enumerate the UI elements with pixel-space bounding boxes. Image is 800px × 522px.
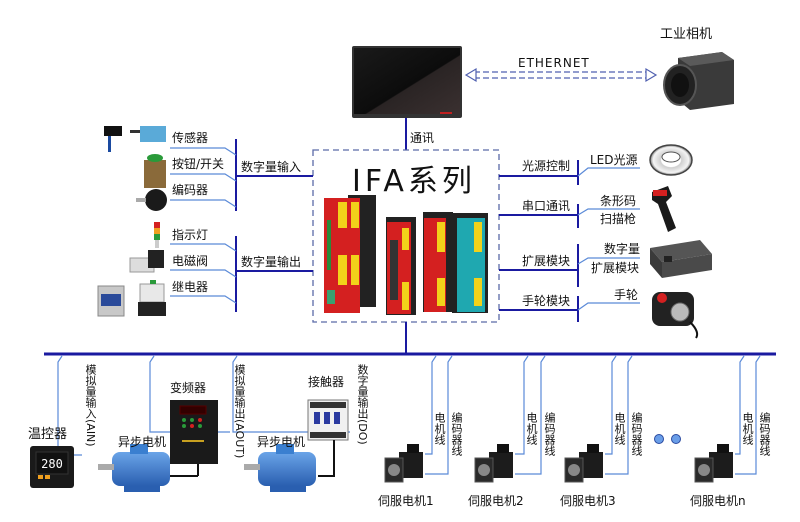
servo-3-motor-cable-label: 电机线 [613, 412, 626, 445]
servo-3-encoder-cable-label: 编码器线 [630, 412, 643, 456]
ethernet-link [464, 67, 658, 83]
async-motor-1-icon [98, 444, 170, 492]
async-motor-1-label: 异步电机 [118, 435, 167, 449]
barcode-label-line2: 扫描枪 [600, 212, 637, 226]
servo-motor-3-icon [564, 444, 603, 483]
hmi-screen [352, 46, 462, 118]
barcode-scanner-icon [652, 186, 676, 232]
proximity-sensor-icon [130, 126, 166, 142]
left-branches [170, 147, 237, 304]
led-light-label: LED光源 [590, 153, 638, 167]
right-branches [577, 167, 640, 311]
digital-output-cable-label: 数字量输出(DO) [356, 364, 369, 445]
servo-motor-1-icon [384, 444, 423, 483]
handwheel-module-label: 手轮模块 [522, 294, 571, 308]
relay-icon [138, 280, 166, 316]
servo-2-motor-cable-label: 电机线 [525, 412, 538, 445]
ethernet-label: ETHERNET [518, 56, 590, 70]
async-motor-2-icon [244, 444, 316, 492]
photo-sensor-icon [104, 126, 122, 152]
frequency-inverter-icon [170, 400, 218, 464]
left-bus [235, 139, 313, 312]
camera-label: 工业相机 [660, 27, 713, 42]
servo-1-label: 伺服电机1 [378, 494, 434, 508]
servo-motor-icons [384, 444, 733, 483]
contactor-icon [307, 399, 349, 441]
contactor-label: 接触器 [308, 375, 345, 389]
servo-motor-4-icon [694, 444, 733, 483]
servo-n-motor-cable-label: 电机线 [741, 412, 754, 445]
servo-2-encoder-cable-label: 编码器线 [543, 412, 556, 456]
device-label-sensor: 传感器 [172, 131, 209, 145]
analog-output-cable-label: 模拟量输出(AOUT) [233, 364, 246, 459]
device-label-relay: 继电器 [172, 280, 209, 294]
handwheel-label: 手轮 [614, 288, 639, 302]
handwheel-icon [652, 292, 699, 339]
device-label-solenoid: 电磁阀 [172, 254, 209, 268]
barcode-label-line1: 条形码 [600, 194, 637, 208]
servo-1-motor-cable-label: 电机线 [433, 412, 446, 445]
device-label-button-switch: 按钮/开关 [172, 157, 225, 171]
digital-input-label: 数字量输入 [241, 160, 302, 174]
signal-tower-icon [154, 222, 160, 248]
device-label-encoder: 编码器 [172, 183, 209, 197]
servo-3-label: 伺服电机3 [560, 494, 616, 508]
temperature-display-value: 280 [41, 457, 63, 471]
servo-n-encoder-cable-label: 编码器线 [758, 412, 771, 456]
encoder-icon [136, 189, 167, 211]
ifa-controller-1 [324, 195, 376, 313]
analog-input-cable-label: 模拟量输入(AIN) [84, 364, 97, 447]
servo-motor-2-icon [474, 444, 513, 483]
inverter-label: 变频器 [170, 381, 207, 395]
expansion-module-label: 扩展模块 [522, 254, 571, 268]
io-expansion-module-icon [650, 240, 712, 278]
servo-2-label: 伺服电机2 [468, 494, 524, 508]
led-ring-light-icon [649, 144, 693, 176]
industrial-camera-icon [663, 52, 734, 110]
more-servos-ellipsis [654, 434, 681, 444]
light-control-label: 光源控制 [522, 159, 571, 173]
ifa-controller-4 [452, 213, 488, 313]
comm-label: 通讯 [410, 131, 435, 145]
bottom-branches [57, 355, 761, 475]
temperature-controller-label: 温控器 [28, 427, 68, 442]
device-label-indicator: 指示灯 [172, 228, 209, 242]
async-motor-2-label: 异步电机 [257, 435, 306, 449]
solid-state-relay-icon [97, 285, 125, 317]
serial-comm-label: 串口通讯 [522, 199, 571, 213]
temperature-controller-icon: 280 [30, 446, 74, 488]
digital-expansion-line1: 数字量 [604, 242, 641, 256]
digital-output-label: 数字量输出 [241, 255, 302, 269]
push-button-icon [144, 154, 166, 188]
right-bus [499, 160, 579, 322]
solenoid-valve-icon [129, 250, 164, 273]
digital-expansion-line2: 扩展模块 [591, 261, 640, 275]
ifa-controller-2 [386, 217, 416, 315]
servo-n-label: 伺服电机n [690, 494, 746, 508]
ifa-controller-3 [423, 212, 453, 312]
controller-series-title: IFA系列 [352, 164, 476, 199]
servo-1-encoder-cable-label: 编码器线 [450, 412, 463, 456]
